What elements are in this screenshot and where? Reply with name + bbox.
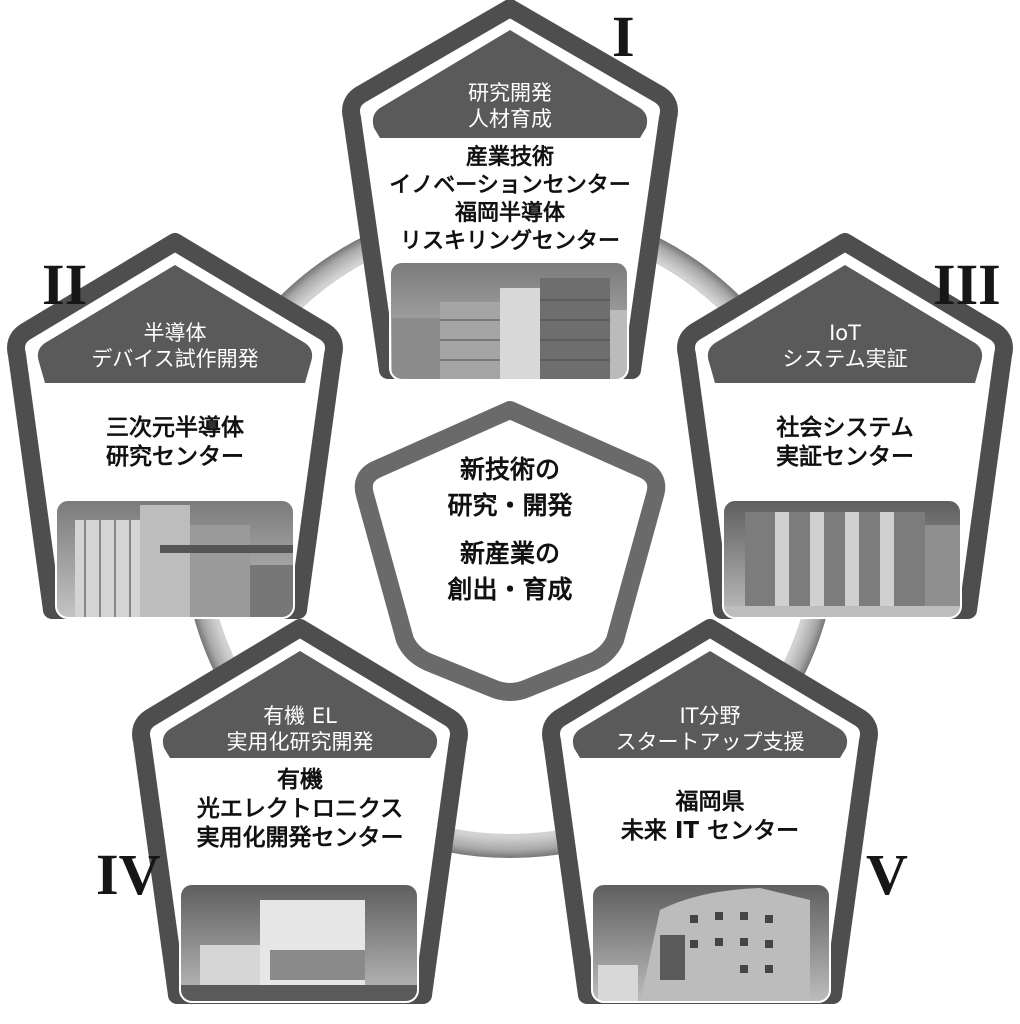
node-2-header: 半導体 デバイス試作開発 xyxy=(91,321,259,371)
node-3-header: IoT システム実証 xyxy=(782,321,908,371)
node-2-photo xyxy=(56,500,294,618)
node-5-header: IT分野 スタートアップ支援 xyxy=(615,704,805,754)
node-3-photo xyxy=(723,500,961,618)
node-5-name: 福岡県 未来 IT センター xyxy=(620,789,800,844)
numeral-5: V xyxy=(866,842,908,907)
node-4-header: 有機 EL 実用化研究開発 xyxy=(226,704,374,754)
node-4-name: 有機 光エレクトロニクス 実用化開発センター xyxy=(196,767,404,851)
numeral-4: IV xyxy=(96,842,161,907)
node-5-photo xyxy=(592,884,830,1002)
node-1-name: 産業技術 イノベーションセンター 福岡半導体 リスキリングセンター xyxy=(389,145,631,254)
node-1-header: 研究開発 人材育成 xyxy=(468,81,552,131)
node-1-photo xyxy=(390,262,628,380)
numeral-3: III xyxy=(933,252,1001,317)
center-text-research: 新技術の 研究・開発 xyxy=(447,455,573,520)
center-text-industry: 新産業の 創出・育成 xyxy=(447,539,573,604)
numeral-1: I xyxy=(612,4,635,69)
node-2-name: 三次元半導体 研究センター xyxy=(106,415,244,470)
node-4-photo xyxy=(180,884,418,1002)
numeral-2: II xyxy=(42,252,88,317)
node-3-name: 社会システム 実証センター xyxy=(776,415,914,470)
center-pentagon xyxy=(354,401,666,701)
